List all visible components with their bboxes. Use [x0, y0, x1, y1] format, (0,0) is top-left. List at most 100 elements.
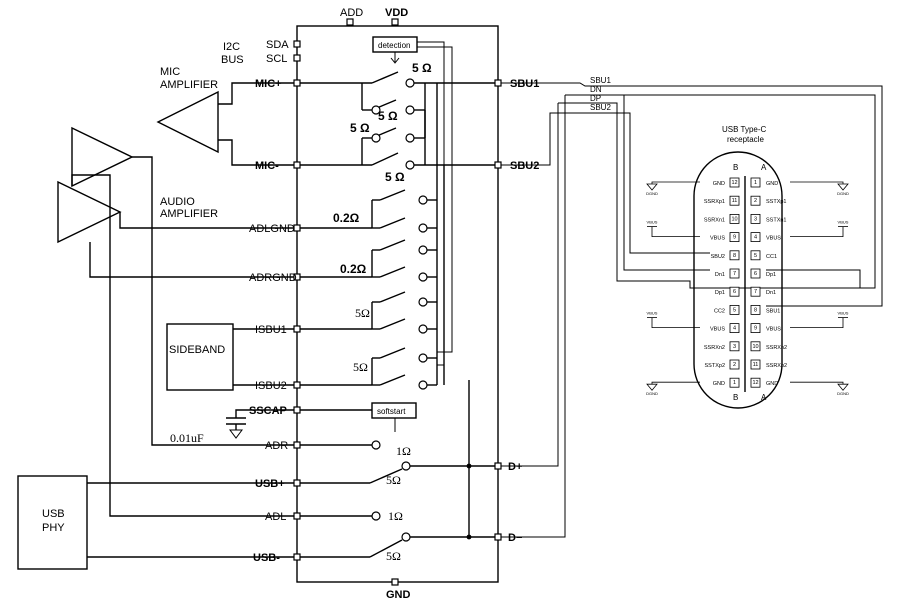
connector-pin-a-label: SBU1 [766, 308, 780, 314]
pin-add-label: ADD [340, 7, 363, 19]
connector-title-2: receptacle [727, 135, 764, 144]
connector-pin-a-label: SSTXp1 [766, 199, 786, 205]
connector-header-a: A [761, 163, 767, 172]
mic-amp-label-1: MIC [160, 66, 180, 78]
bus-sbu1-label: SBU1 [590, 76, 611, 85]
connector-pin-b-number: 10 [731, 216, 737, 222]
connector-pin-b-label: SSRXn2 [704, 345, 725, 351]
r-adl-label: 0.2Ω [333, 211, 360, 225]
internal-wiring: detection [300, 36, 495, 558]
connector-pin-a-label: CC1 [766, 254, 777, 260]
pin-vdd-label: VDD [385, 7, 408, 19]
connector-pin-b-number: 4 [733, 326, 736, 332]
connector-pin-b-label: GND [713, 181, 725, 187]
r-mic4-label: 5 Ω [385, 170, 405, 184]
r-mic3-label: 5 Ω [350, 121, 370, 135]
connector-footer-a: A [761, 393, 767, 402]
cap-value-label: 0.01uF [170, 431, 204, 445]
vbus-symbol: VBUS [790, 220, 849, 238]
connector-title-1: USB Type-C [722, 125, 767, 134]
connector-pin-a-number: 3 [754, 216, 757, 222]
r-adl-sw-label: 1Ω [388, 509, 403, 523]
connector-pin-a-label: Dp1 [766, 272, 776, 278]
pin-gnd-label: GND [386, 589, 411, 601]
pin-mic-plus-label: MIC+ [255, 78, 282, 90]
bus-dp-label: DP [590, 94, 601, 103]
connector-pin-b-number: 3 [733, 344, 736, 350]
pin-dplus-label: D+ [508, 461, 522, 473]
connector-pin-a-label: SSTXn1 [766, 217, 786, 223]
connector-pin-b-number: 7 [733, 271, 736, 277]
ground-symbol-label: DGND [646, 191, 658, 196]
resistance-labels: 5 Ω 5 Ω 5 Ω 5 Ω 0.2Ω 0.2Ω 5Ω 5Ω 1Ω 5Ω 1Ω… [333, 61, 432, 563]
connector-pin-b-label: CC2 [714, 308, 725, 314]
connector-pin-b-number: 5 [733, 307, 736, 313]
top-pins: ADD VDD [340, 7, 408, 26]
connector-pin-a-number: 7 [754, 289, 757, 295]
bottom-pin: GND [386, 578, 411, 601]
ground-symbol: DGND [646, 181, 700, 196]
pin-usb-minus-label: USB- [253, 552, 280, 564]
connector-pin-a-label: SSRXp2 [766, 363, 787, 369]
connector-row: VBUS 9 4 VBUS [710, 232, 781, 243]
i2c-bus: I2C BUS [221, 41, 244, 66]
ground-symbol-label: DGND [837, 391, 849, 396]
audio-amp-label-2: AMPLIFIER [160, 208, 218, 220]
pin-dminus-label: D− [508, 532, 522, 544]
softstart-label: softstart [377, 407, 406, 416]
bus-sbu2-label: SBU2 [590, 103, 611, 112]
pin-adlgnd-label: ADLGND [249, 223, 295, 235]
connector-pin-a-number: 4 [754, 235, 757, 241]
connector-pin-a-number: 5 [754, 253, 757, 259]
connector-pin-b-number: 8 [733, 253, 736, 259]
connector-pin-a-number: 10 [752, 344, 758, 350]
connector-pin-b-label: SSRXn1 [704, 217, 725, 223]
connector-pin-b-number: 1 [733, 380, 736, 386]
connector-pin-b-label: SSTXp2 [705, 363, 725, 369]
connector-pin-a-label: VBUS [766, 236, 781, 242]
vbus-symbol: VBUS [647, 311, 700, 329]
sideband-block: SIDEBAND [166, 323, 294, 391]
ground-symbol-label: DGND [646, 391, 658, 396]
connector-pin-b-number: 9 [733, 235, 736, 241]
vbus-symbol: VBUS [647, 220, 700, 238]
usb-phy-block: USB PHY [17, 475, 294, 570]
connector-pin-a-label: VBUS [766, 327, 781, 333]
vbus-symbol: VBUS [790, 311, 849, 329]
connector-pin-a-number: 9 [754, 326, 757, 332]
pin-mic-minus-label: MIC- [255, 160, 279, 172]
connector-pin-b-label: SSRXp1 [704, 199, 725, 205]
ground-symbol: DGND [790, 381, 849, 396]
connector-footer-b: B [733, 393, 738, 402]
audio-amplifiers: AUDIO AMPLIFIER [57, 126, 294, 517]
vbus-symbol-label: VBUS [647, 220, 658, 225]
connector-header-b: B [733, 163, 738, 172]
vbus-symbol-label: VBUS [647, 311, 658, 316]
connector-pin-a-number: 6 [754, 271, 757, 277]
audio-amp-label-1: AUDIO [160, 196, 195, 208]
pin-adrgnd-label: ADRGND [249, 272, 297, 284]
bus-dn-label: DN [590, 85, 602, 94]
pin-sda-label: SDA [266, 39, 289, 51]
ground-symbol: DGND [790, 181, 849, 196]
vbus-symbol-label: VBUS [838, 220, 849, 225]
r-usbp-label: 5Ω [386, 473, 401, 487]
connector-pin-b-label: VBUS [710, 236, 725, 242]
pin-isbu2-label: ISBU2 [255, 380, 287, 392]
detection-label: detection [378, 41, 410, 50]
r-mic2-label: 5 Ω [378, 109, 398, 123]
pin-isbu1-label: ISBU1 [255, 324, 287, 336]
sscap-capacitor: 0.01uF [170, 409, 294, 445]
pin-sbu2-label: SBU2 [510, 160, 539, 172]
connector-pin-b-number: 6 [733, 289, 736, 295]
connector-pin-b-number: 2 [733, 362, 736, 368]
i2c-label: I2C [223, 41, 240, 53]
r-mic1-label: 5 Ω [412, 61, 432, 75]
bus-label: BUS [221, 54, 244, 66]
